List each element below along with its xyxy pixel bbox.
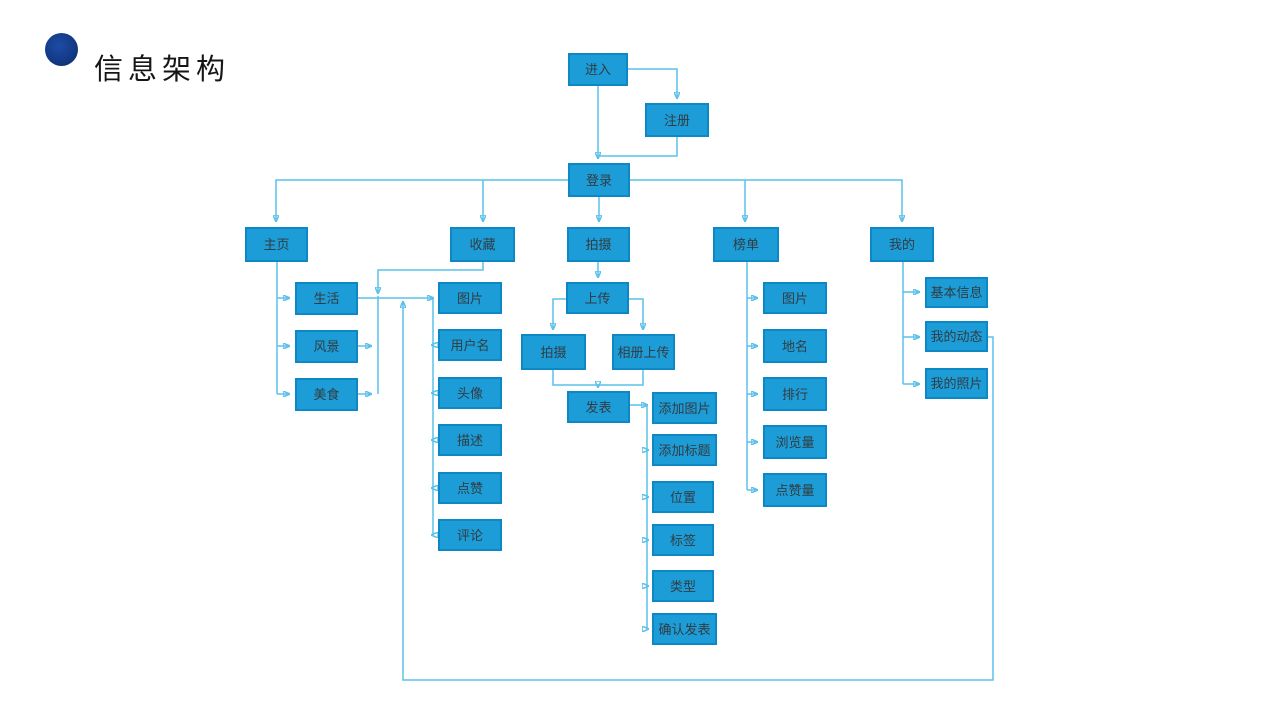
node-register-label: 注册 <box>663 112 690 128</box>
node-album-upload-label: 相册上传 <box>617 344 670 360</box>
node-avatar: 头像 <box>438 377 502 409</box>
node-basic-info-label: 基本信息 <box>930 285 983 300</box>
node-location: 位置 <box>652 481 714 513</box>
node-my-photos: 我的照片 <box>925 368 988 399</box>
node-enter: 进入 <box>568 53 628 86</box>
node-upload-label: 上传 <box>584 290 611 306</box>
node-ranking: 榜单 <box>713 227 779 262</box>
connector-line <box>378 262 484 293</box>
node-upload: 上传 <box>566 282 629 314</box>
node-add-title: 添加标题 <box>652 434 717 466</box>
node-publish-label: 发表 <box>585 399 612 415</box>
connector-line <box>628 68 677 98</box>
node-my-updates: 我的动态 <box>925 321 988 352</box>
node-ranking-label: 榜单 <box>732 237 759 252</box>
connector-line <box>599 370 644 386</box>
node-add-title-label: 添加标题 <box>658 442 711 458</box>
node-add-image-label: 添加图片 <box>658 400 711 416</box>
node-avatar-label: 头像 <box>456 385 483 401</box>
node-food: 美食 <box>295 378 358 411</box>
node-description: 描述 <box>438 424 502 456</box>
node-my-updates-label: 我的动态 <box>930 329 983 344</box>
node-likes-count: 点赞量 <box>763 473 827 507</box>
node-mine: 我的 <box>870 227 934 262</box>
node-tag-label: 标签 <box>669 532 696 548</box>
node-likes-count-label: 点赞量 <box>775 482 815 498</box>
node-basic-info: 基本信息 <box>925 277 988 308</box>
node-shoot-label: 拍摄 <box>540 344 567 360</box>
connector-line <box>600 137 678 157</box>
node-fav-image-label: 图片 <box>456 290 483 306</box>
node-food-label: 美食 <box>313 387 340 402</box>
node-tag: 标签 <box>652 524 714 556</box>
node-comment-label: 评论 <box>456 527 483 543</box>
node-views: 浏览量 <box>763 425 827 459</box>
connector-line <box>630 179 902 221</box>
node-publish: 发表 <box>567 391 630 423</box>
node-description-label: 描述 <box>456 432 483 448</box>
node-album-upload: 相册上传 <box>612 334 675 370</box>
connector-line <box>403 302 994 681</box>
node-enter-label: 进入 <box>584 62 611 77</box>
node-shoot: 拍摄 <box>521 334 586 370</box>
node-place-name-label: 地名 <box>781 338 808 354</box>
node-like-label: 点赞 <box>456 480 483 496</box>
node-login-label: 登录 <box>585 172 612 188</box>
node-life: 生活 <box>295 282 358 315</box>
connector-line <box>629 298 643 329</box>
node-favorites-label: 收藏 <box>469 237 496 252</box>
node-type-label: 类型 <box>669 578 696 594</box>
node-rank: 排行 <box>763 377 827 411</box>
node-home: 主页 <box>245 227 308 262</box>
node-like: 点赞 <box>438 472 502 504</box>
node-confirm-publish: 确认发表 <box>652 613 717 645</box>
node-add-image: 添加图片 <box>652 392 717 424</box>
node-favorites: 收藏 <box>450 227 515 262</box>
node-fav-image: 图片 <box>438 282 502 314</box>
node-rank-image: 图片 <box>763 282 827 314</box>
node-username: 用户名 <box>438 329 502 361</box>
node-confirm-publish-label: 确认发表 <box>658 621 711 637</box>
node-capture-label: 拍摄 <box>585 237 612 252</box>
node-home-label: 主页 <box>263 237 290 252</box>
title-bullet-icon <box>45 33 78 66</box>
node-scenery-label: 风景 <box>313 339 340 354</box>
node-mine-label: 我的 <box>888 237 915 252</box>
connector-line <box>553 298 566 329</box>
connector-line <box>552 370 597 386</box>
node-comment: 评论 <box>438 519 502 551</box>
node-type: 类型 <box>652 570 714 602</box>
node-capture: 拍摄 <box>567 227 630 262</box>
connector-line <box>276 179 568 221</box>
node-life-label: 生活 <box>313 291 340 306</box>
node-location-label: 位置 <box>669 489 696 505</box>
node-rank-label: 排行 <box>781 386 808 402</box>
node-my-photos-label: 我的照片 <box>930 376 983 391</box>
page-title: 信息架构 <box>94 54 231 87</box>
node-username-label: 用户名 <box>450 337 490 353</box>
node-register: 注册 <box>645 103 709 137</box>
node-views-label: 浏览量 <box>775 434 815 450</box>
node-rank-image-label: 图片 <box>781 290 808 306</box>
node-login: 登录 <box>568 163 630 197</box>
node-scenery: 风景 <box>295 330 358 363</box>
node-place-name: 地名 <box>763 329 827 363</box>
